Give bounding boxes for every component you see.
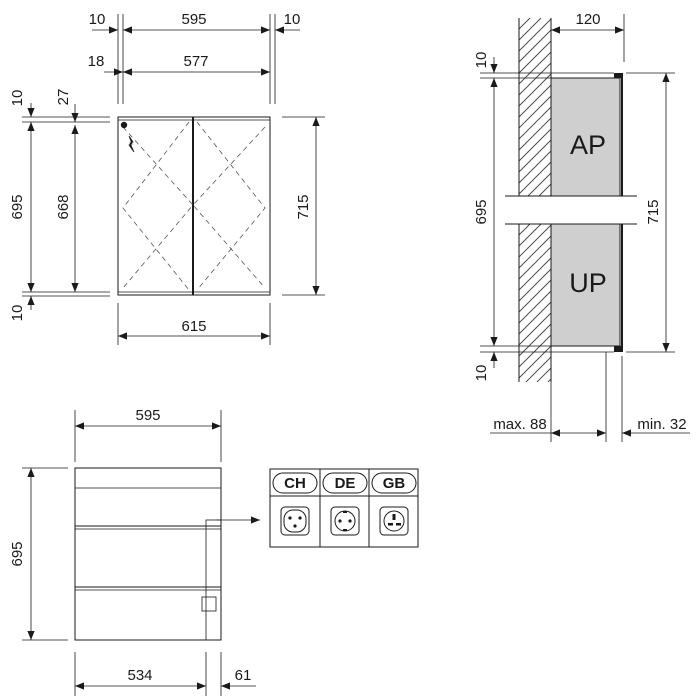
code-pill-de <box>322 472 368 494</box>
hatch-line <box>518 223 542 247</box>
hatch-line <box>518 312 552 346</box>
interior-view: 595 695 534 61 <box>9 407 260 696</box>
dim-bottom-gap: 10 <box>9 305 26 322</box>
uk-socket-icon <box>379 506 409 536</box>
hatch-line <box>518 17 531 30</box>
wall-hatching-upper <box>518 17 552 197</box>
schuko-socket-icon <box>330 506 360 536</box>
country-code-ch: CH <box>284 475 306 492</box>
side-section: AP UP 120 10 695 10 715 max. 88 min. 32 <box>473 11 690 442</box>
hatch-line <box>525 356 552 383</box>
lightning-bolt-icon <box>128 135 135 153</box>
dim-height-outer: 695 <box>9 194 26 219</box>
dim-height-total: 715 <box>295 194 312 219</box>
socket-strip <box>205 519 222 641</box>
hatch-line <box>518 301 552 335</box>
country-code-gb: GB <box>383 475 406 492</box>
swiss-socket-icon <box>280 506 310 536</box>
dim-side-right: 10 <box>284 11 301 28</box>
hatch-line <box>538 183 552 197</box>
hatch-line <box>518 139 552 173</box>
hatch-line <box>518 257 552 291</box>
hatch-line <box>536 367 552 383</box>
hatch-line <box>518 223 531 236</box>
dim-top-offset: 27 <box>55 89 72 106</box>
hatch-line <box>518 334 552 368</box>
dim-interior-height: 695 <box>9 541 26 566</box>
dim-door-width: 577 <box>183 53 208 70</box>
hatch-line <box>518 323 552 357</box>
cabinet-section-lower <box>550 223 621 347</box>
dim-height-door: 668 <box>55 194 72 219</box>
code-pill-gb <box>371 472 417 494</box>
code-pill-ch <box>272 472 318 494</box>
dim-side-left: 10 <box>89 11 106 28</box>
hatch-line <box>518 106 552 140</box>
dim-offset: 18 <box>88 53 105 70</box>
hatch-line <box>518 246 552 280</box>
cabinet-section-upper <box>550 77 621 197</box>
dim-interior-width: 595 <box>135 407 160 424</box>
label-surface-mounted: AP <box>570 130 606 160</box>
door-diagonal-right <box>192 126 266 289</box>
door-edge-top <box>614 73 622 78</box>
light-dot-icon <box>120 121 128 129</box>
dim-interior-right: 61 <box>235 667 252 684</box>
hatch-line <box>518 161 552 195</box>
hatch-line <box>518 279 552 313</box>
dim-height-total-side: 715 <box>645 199 662 224</box>
dim-top-gap-side: 10 <box>473 52 490 69</box>
dim-width-total: 615 <box>181 318 206 335</box>
hatch-line <box>518 62 552 96</box>
hatch-line <box>518 117 552 151</box>
hatch-line <box>518 290 552 324</box>
door-swing-left <box>122 121 190 291</box>
dim-width-inner: 595 <box>181 11 206 28</box>
door-edge-bottom <box>614 346 622 352</box>
socket-box <box>201 596 217 612</box>
socket-table: CH DE GB <box>269 468 419 548</box>
hatch-line <box>518 150 552 184</box>
dim-depth: 120 <box>575 11 600 28</box>
hatch-line <box>518 40 552 74</box>
socket-table-border <box>269 468 419 548</box>
country-code-de: DE <box>335 475 356 492</box>
hatch-line <box>518 29 552 63</box>
interior-frame <box>74 467 222 641</box>
dim-bottom-gap-side: 10 <box>473 365 490 382</box>
hatch-line <box>518 84 552 118</box>
hatch-line <box>518 18 552 52</box>
front-view: 10 595 10 18 577 10 695 10 2 <box>9 11 325 345</box>
hatch-line <box>518 95 552 129</box>
hatch-line <box>518 268 552 302</box>
hatch-line <box>518 128 552 162</box>
hatch-line <box>527 172 552 197</box>
hatch-line <box>518 51 552 85</box>
hatch-line <box>518 17 542 41</box>
wall-hatching-lower <box>518 223 552 383</box>
hatch-line <box>518 73 552 107</box>
door-swing-right <box>196 121 266 291</box>
dim-height-side: 695 <box>473 199 490 224</box>
hatch-line <box>518 345 552 379</box>
dim-top-gap: 10 <box>9 90 26 107</box>
dim-recess-max: max. 88 <box>493 416 546 433</box>
label-flush-mounted: UP <box>569 268 607 298</box>
hatch-line <box>518 235 552 269</box>
dim-interior-left: 534 <box>127 667 152 684</box>
hatch-line <box>518 224 552 258</box>
dim-projection-min: min. 32 <box>637 416 686 433</box>
